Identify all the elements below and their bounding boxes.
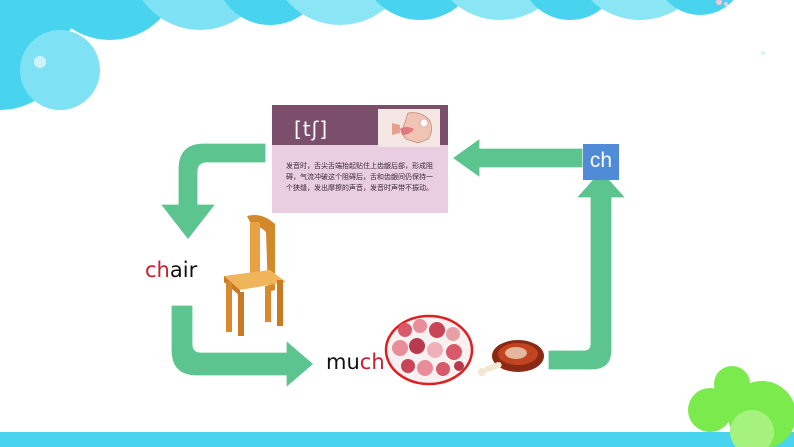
arrow-right-bottom — [170, 304, 315, 390]
arrow-up-right — [547, 169, 628, 371]
word-much-lead: mu — [326, 350, 360, 374]
phonetic-symbol: [tʃ] — [294, 117, 329, 141]
bottom-strip — [0, 432, 794, 447]
chair-image — [224, 215, 286, 336]
phonetic-description: 发音时，舌尖舌端抬起贴住上齿龈后部，形成阻碍，气流冲破这个阻碍后，舌和齿龈间仍保… — [286, 163, 433, 192]
word-chair: chair — [145, 258, 197, 282]
green-dots — [688, 366, 794, 447]
phonetic-card: [tʃ] 发音时，舌尖舌端抬起贴住上齿龈后部，形成阻碍，气流冲破这个阻碍后，舌和… — [272, 105, 448, 213]
mouth-diagram-image — [378, 109, 440, 147]
word-much-highlight: ch — [359, 350, 385, 374]
word-chair-highlight: ch — [145, 258, 170, 282]
top-bubbles — [0, 0, 734, 110]
arrow-left-top — [450, 136, 584, 180]
arrow-down-left — [158, 142, 267, 241]
flow-arrows — [158, 136, 628, 390]
ch-letters-box: ch — [583, 144, 619, 180]
steak-image — [478, 340, 544, 376]
phonetic-card-body — [272, 145, 448, 213]
word-much: much — [326, 350, 385, 374]
meat-plate-image — [384, 314, 474, 386]
word-chair-rest: air — [169, 258, 198, 282]
